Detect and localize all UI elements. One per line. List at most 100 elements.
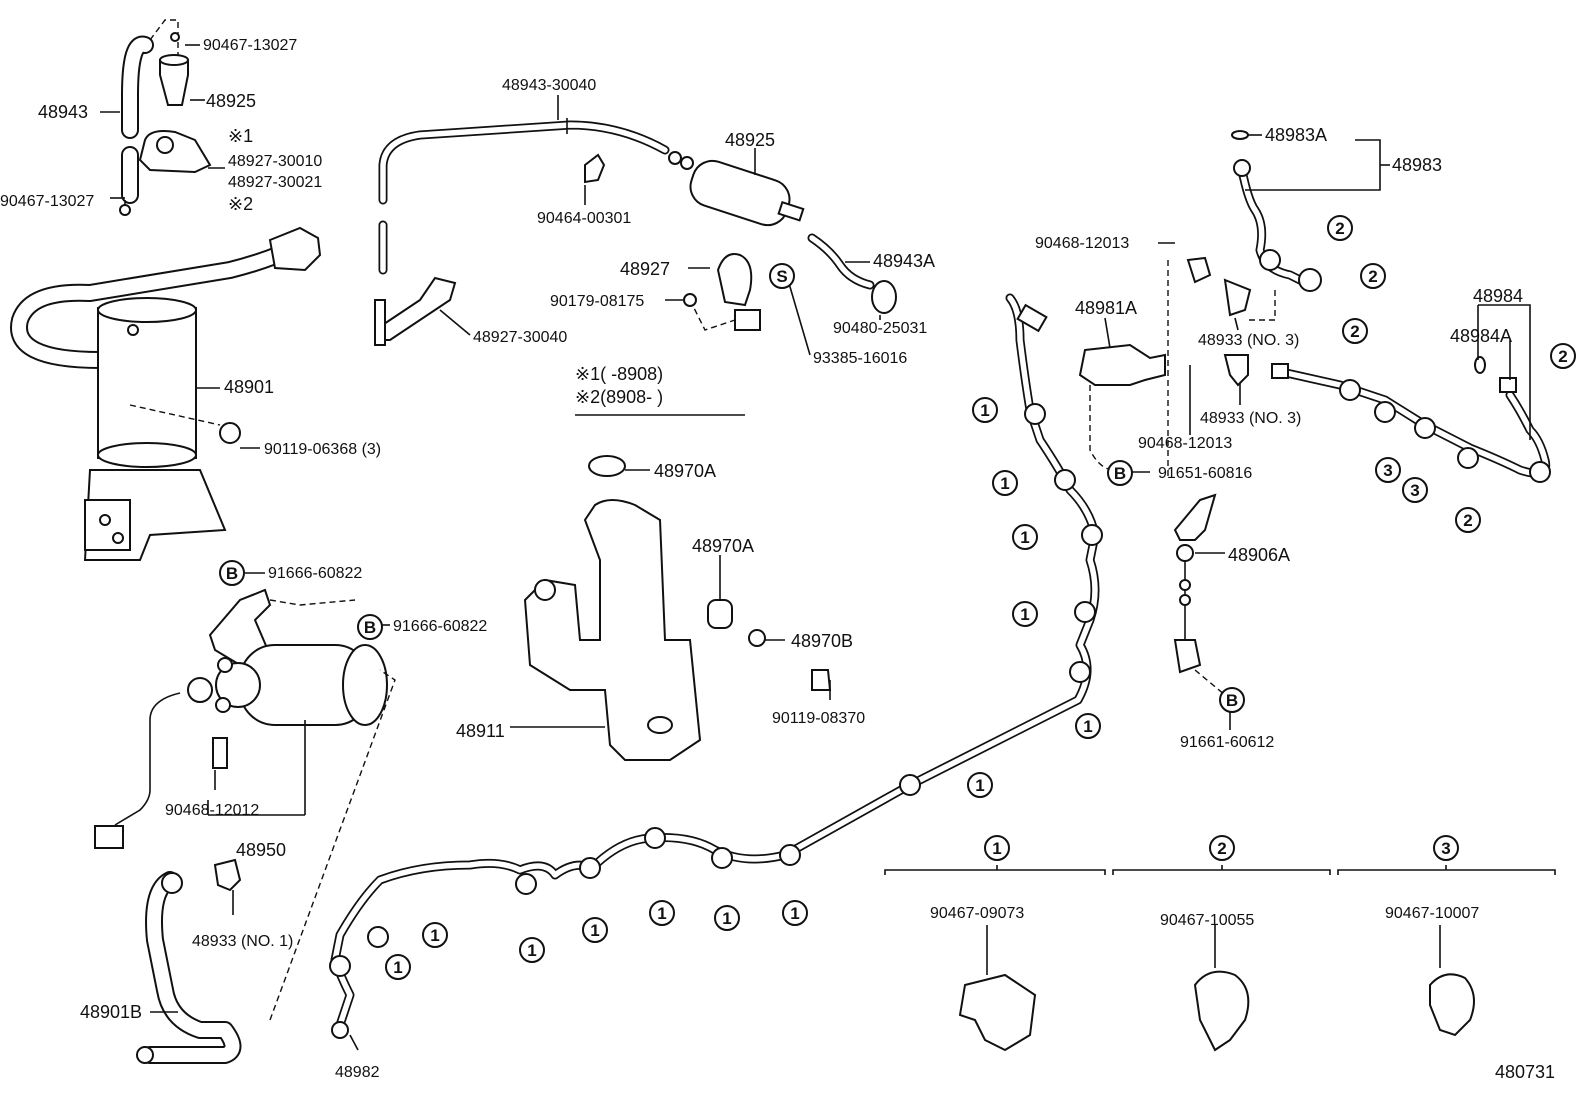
marker-text: 2 [1217, 839, 1226, 858]
marker-m2: 2 [1327, 215, 1353, 241]
marker-circle [1012, 601, 1038, 627]
label-48984a: 48984A [1450, 326, 1512, 346]
label-90119-06368: 90119-06368 (3) [264, 441, 381, 458]
marker-m3: 3 [1433, 835, 1459, 861]
marker-circle [1550, 343, 1576, 369]
hose-48901b [136, 858, 242, 1064]
valve-48981a [1078, 256, 1276, 480]
marker-text: B [1114, 464, 1126, 483]
label-90467-13027-bottom: 90467-13027 [0, 193, 94, 210]
grommet-icon [871, 280, 897, 314]
pipe-clamp-node [1069, 661, 1091, 683]
fuel-filter-icon [689, 159, 791, 227]
marker-text: B [226, 564, 238, 583]
label-90179-08175: 90179-08175 [550, 293, 644, 310]
label-note1-marker: ※1 [228, 126, 253, 146]
marker-text: 1 [992, 839, 1001, 858]
label-90468-12012: 90468-12012 [165, 802, 259, 819]
clip-90464-icon [584, 153, 606, 184]
marker-text: 2 [1558, 347, 1567, 366]
bolt-48970b-icon [748, 629, 766, 647]
marker-text: 1 [1000, 474, 1009, 493]
label-90467-09073: 90467-09073 [930, 905, 1024, 922]
pipe-clamp-node [329, 955, 351, 977]
pipe-clamp-node [1414, 417, 1436, 439]
marker-text: 1 [1083, 717, 1092, 736]
marker-text: 2 [1463, 511, 1472, 530]
label-90468-12013-top: 90468-12013 [1035, 235, 1129, 252]
canister-body-icon [97, 307, 197, 459]
label-48983: 48983 [1392, 155, 1442, 175]
marker-text: 1 [790, 904, 799, 923]
label-48901b: 48901B [80, 1002, 142, 1022]
pipe-clamp-node [515, 873, 537, 895]
marker-text: 3 [1410, 481, 1419, 500]
marker-text: 1 [430, 926, 439, 945]
marker-circle [1342, 318, 1368, 344]
marker-text: 3 [1383, 461, 1392, 480]
label-90464-00301: 90464-00301 [537, 210, 631, 227]
label-48943a: 48943A [873, 251, 935, 271]
marker-m2: 2 [1360, 263, 1386, 289]
marker-circle [357, 614, 383, 640]
clip-48933-no3a-icon [1223, 278, 1252, 317]
label-48927: 48927 [620, 259, 670, 279]
pipe-clamp-node [1457, 447, 1479, 469]
clip-legend-table [884, 865, 1556, 1052]
label-48906a: 48906A [1228, 545, 1290, 565]
label-91666-60822-b: 91666-60822 [393, 618, 487, 635]
marker-circle [649, 900, 675, 926]
marker-circle [992, 470, 1018, 496]
marker-m1: 1 [1012, 524, 1038, 550]
marker-text: 1 [657, 904, 666, 923]
marker-m1: 1 [967, 772, 993, 798]
label-48933-no3-b: 48933 (NO. 3) [1200, 410, 1301, 427]
marker-text: 3 [1441, 839, 1450, 858]
pipe-48984 [1271, 356, 1551, 478]
marker-circle [1455, 507, 1481, 533]
label-48925: 48925 [725, 130, 775, 150]
marker-text: 2 [1335, 219, 1344, 238]
label-48984: 48984 [1473, 286, 1523, 306]
label-90468-12013-bottom: 90468-12013 [1138, 435, 1232, 452]
marker-m2: 2 [1342, 318, 1368, 344]
pipe-clamp-node [1374, 401, 1396, 423]
marker-circle [1375, 457, 1401, 483]
marker-m1: 1 [649, 900, 675, 926]
label-48943: 48943 [38, 102, 88, 122]
marker-circle [385, 954, 411, 980]
pipe-clamp-node [367, 926, 389, 948]
marker-b: B [219, 560, 245, 586]
label-note2: ※2(8908- ) [575, 387, 663, 407]
marker-circle [782, 900, 808, 926]
marker-m1: 1 [385, 954, 411, 980]
marker-text: 1 [590, 921, 599, 940]
label-48970a-top: 48970A [654, 461, 716, 481]
marker-circle [582, 917, 608, 943]
label-90467-13027-top: 90467-13027 [203, 37, 297, 54]
marker-circle [1209, 835, 1235, 861]
label-48925-small: 48925 [206, 91, 256, 111]
clip-90468-icon [1186, 256, 1212, 284]
marker-circle [967, 772, 993, 798]
label-93385-16016: 93385-16016 [813, 350, 907, 367]
leader-lines [100, 44, 1531, 1051]
clamp-48927-icon [716, 253, 753, 307]
label-90480-25031: 90480-25031 [833, 320, 927, 337]
marker-text: 1 [527, 941, 536, 960]
label-48950: 48950 [236, 840, 286, 860]
marker-text: 1 [980, 401, 989, 420]
pump-connector-icon [94, 825, 124, 849]
fuel-pump-canister [10, 226, 322, 561]
pipe-clamp-node [711, 847, 733, 869]
marker-text: 1 [722, 909, 731, 928]
label-48927-30010: 48927-30010 [228, 153, 322, 170]
pipe-clamp-node [1054, 469, 1076, 491]
clip-48933-no1-icon [213, 858, 242, 892]
marker-circle [1012, 524, 1038, 550]
marker-m1: 1 [782, 900, 808, 926]
marker-m3: 3 [1402, 477, 1428, 503]
marker-circle [972, 397, 998, 423]
